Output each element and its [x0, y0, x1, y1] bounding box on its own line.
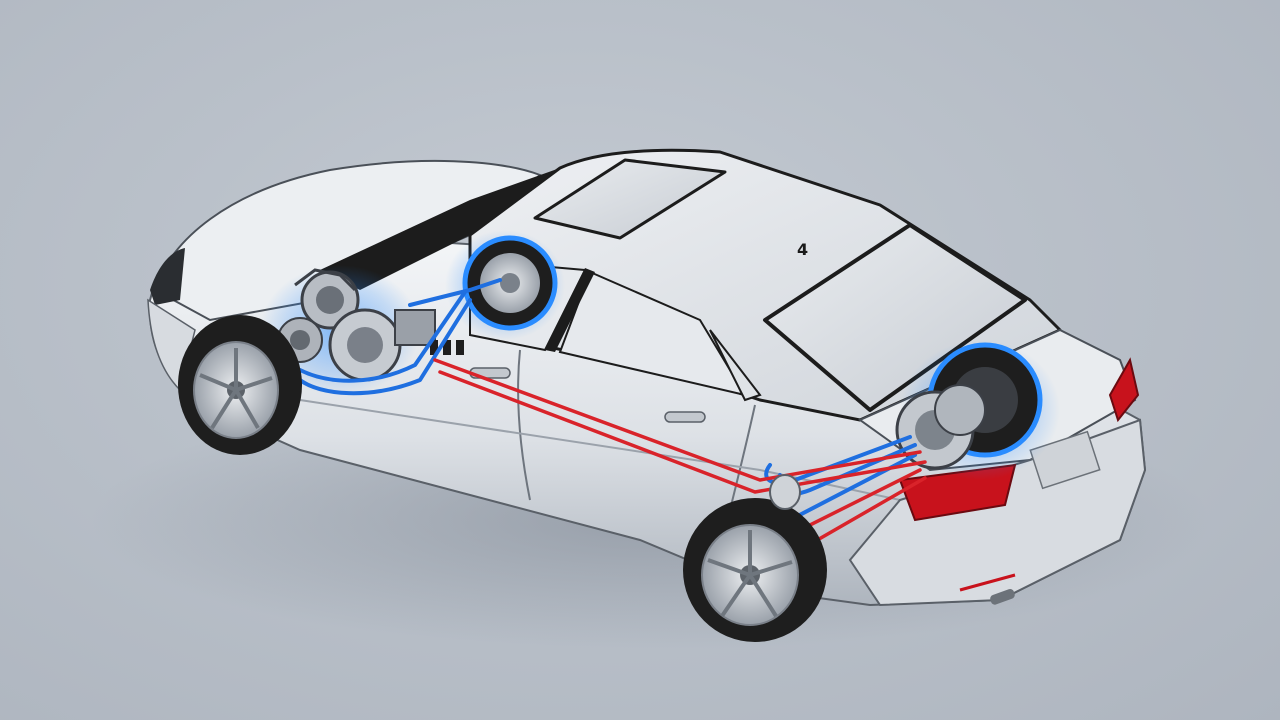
front-door-seam	[517, 349, 531, 501]
rear-door-handle	[664, 411, 706, 423]
headlight	[150, 248, 185, 305]
hot-line-a	[433, 358, 922, 482]
front-drive-motor	[462, 235, 558, 331]
rear-drive-motor	[895, 384, 986, 470]
quarter-window	[709, 329, 762, 402]
cold-line-front-c	[408, 278, 502, 307]
b-pillar	[545, 268, 595, 352]
rear-wheel	[683, 498, 827, 642]
fuel-cap	[769, 474, 801, 510]
roof-marker-label: 4	[797, 240, 808, 259]
body-crease	[299, 399, 901, 501]
front-engine-assembly	[277, 268, 464, 382]
exhaust-tip	[990, 588, 1015, 605]
right-tail-light	[1108, 357, 1140, 423]
cold-line-front-a	[298, 298, 472, 396]
hot-line-b	[438, 370, 927, 494]
rear-reflector	[959, 573, 1016, 592]
rear-window	[763, 223, 1027, 412]
cold-line-front-b	[298, 290, 467, 383]
hot-line-d	[798, 476, 927, 552]
windshield-edge	[320, 168, 560, 290]
car-hood	[153, 159, 542, 322]
front-wheel	[178, 315, 302, 455]
sunroof	[533, 158, 727, 240]
